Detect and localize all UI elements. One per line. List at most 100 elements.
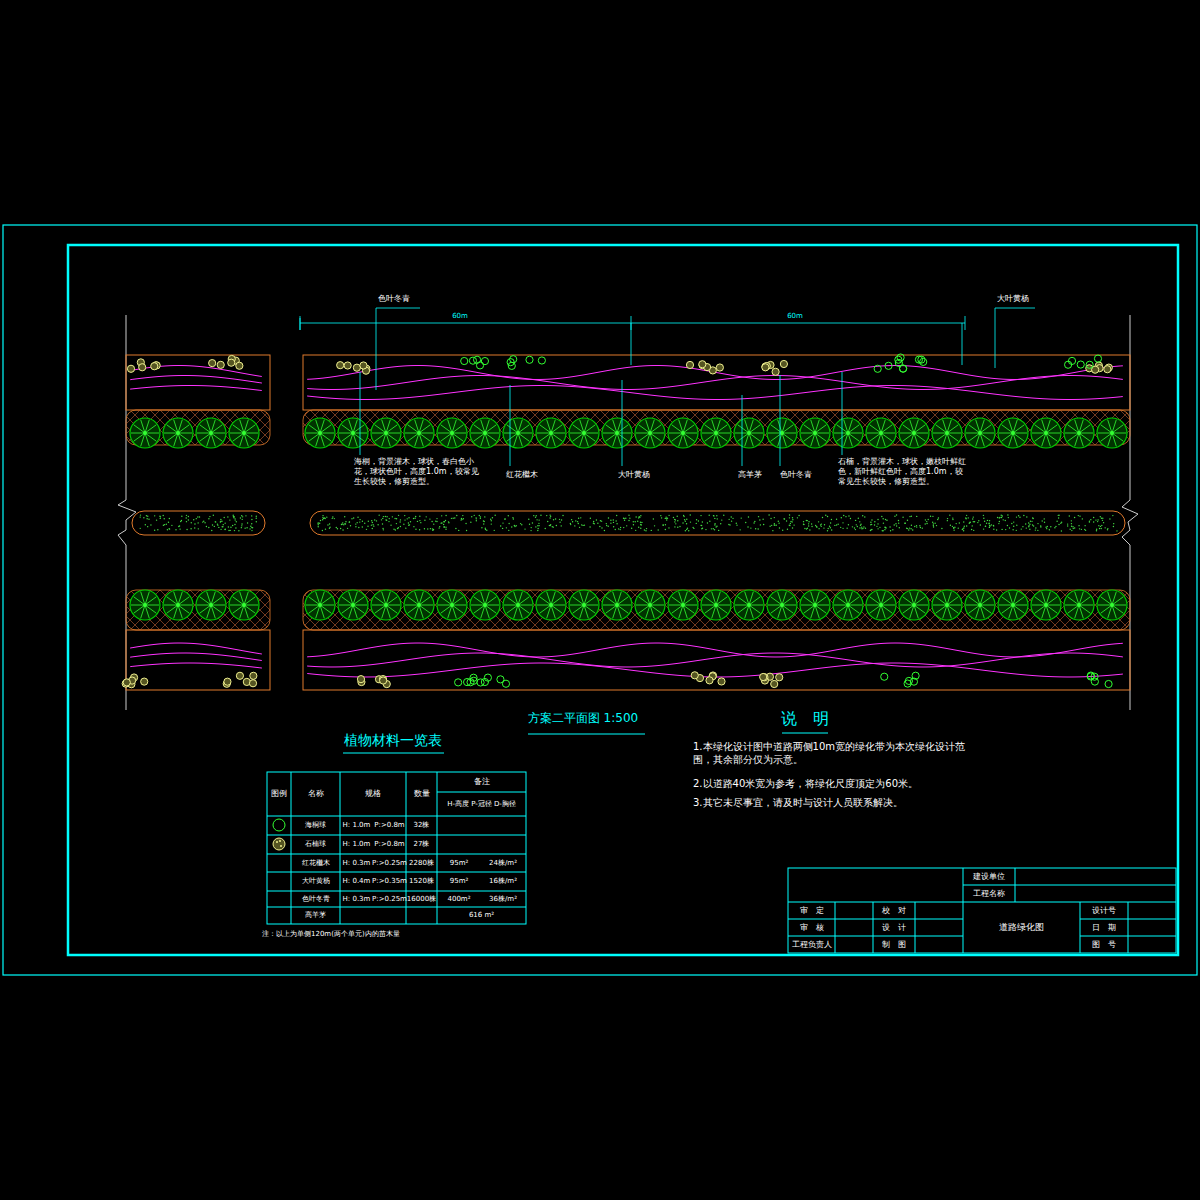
line [963,885,1176,886]
grass-dot [774,517,775,518]
grass-dot [494,530,495,531]
shrub-ball [918,356,925,363]
grass-dot [146,518,147,519]
line [437,772,438,924]
grass-dot [919,525,920,526]
hedge-wave [130,376,262,384]
grass-dot [803,524,804,525]
grass-dot [175,529,176,530]
grass-dot [728,524,729,525]
grass-dot [355,526,356,527]
grass-dot [877,528,878,529]
tree-symbol [800,418,830,448]
tree-symbol [866,418,896,448]
grass-dot [985,525,986,526]
grass-dot [986,523,987,524]
grass-dot [559,521,560,522]
grass-dot [445,527,446,528]
grass-dot [486,530,487,531]
grass-dot [714,529,715,530]
grass-dot [214,526,215,527]
grass-dot [140,514,141,515]
grass-dot [371,520,372,521]
grass-dot [798,515,799,516]
tree-symbol [767,590,797,620]
grass-dot [732,518,733,519]
annotation-text: 植物材料一览表 [333,730,453,752]
grass-dot [711,528,712,529]
grass-dot [620,527,621,528]
grass-dot [665,518,666,519]
grass-dot [147,526,148,527]
grass-dot [362,521,363,522]
grass-dot [186,529,187,530]
grass-dot [952,517,953,518]
grass-dot [462,515,463,516]
annotation-text: 建设单位 [963,868,1015,885]
grass-dot [673,517,674,518]
hatched-strip [126,590,270,630]
grass-dot [400,519,401,520]
grass-dot [574,525,575,526]
grass-dot [898,522,899,523]
tree-symbol [404,590,434,620]
grass-dot [779,527,780,528]
grass-dot [372,522,373,523]
grass-dot [818,521,819,522]
annotation-text: 16株/m² [480,872,526,891]
grass-dot [882,530,883,531]
grass-dot [147,516,148,517]
grass-dot [1079,528,1080,529]
shrub-ball [1086,361,1093,368]
tree-symbol [668,590,698,620]
grass-dot [448,521,449,522]
grass-dot [376,520,377,521]
grass-dot [816,526,817,527]
grass-dot [1078,515,1079,516]
grass-dot [713,515,714,516]
tree-symbol [437,418,467,448]
line [780,375,781,466]
grass-dot [398,527,399,528]
grass-dot [1018,515,1019,516]
grass-dot [359,519,360,520]
grass-dot [608,525,609,526]
grass-dot [538,525,539,526]
grass-dot [1021,528,1022,529]
grass-dot [556,525,557,526]
grass-dot [677,515,678,516]
grass-dot [1029,529,1030,530]
grass-dot [251,519,252,520]
grass-dot [256,516,257,517]
grass-dot [419,516,420,517]
grass-dot [906,528,907,529]
grass-dot [989,525,990,526]
grass-dot [974,521,975,522]
grass-dot [417,521,418,522]
grass-dot [326,516,327,517]
grass-dot [615,520,616,521]
shrub-ball [526,356,533,363]
grass-dot [1047,526,1048,527]
grass-dot [1031,521,1032,522]
shrub-ball [538,357,545,364]
annotation-text: 95m² [437,854,481,872]
grass-dot [1050,526,1051,527]
tree-symbol [635,418,665,448]
grass-dot [836,524,837,525]
grass-dot [180,521,181,522]
grass-dot [318,522,319,523]
grass-dot [885,519,886,520]
shrub-ball [874,365,881,372]
grass-dot [431,521,432,522]
grass-dot [443,527,444,528]
grass-dot [221,526,222,527]
annotation-text: 3.其它未尽事宜，请及时与设计人员联系解决。 [693,797,965,810]
grass-dot [204,522,205,523]
grass-dot [912,529,913,530]
grass-dot [471,516,472,517]
grass-dot [483,520,484,521]
grass-dot [163,525,164,526]
grass-dot [1032,518,1033,519]
annotation-text: 制 图 [873,936,915,953]
